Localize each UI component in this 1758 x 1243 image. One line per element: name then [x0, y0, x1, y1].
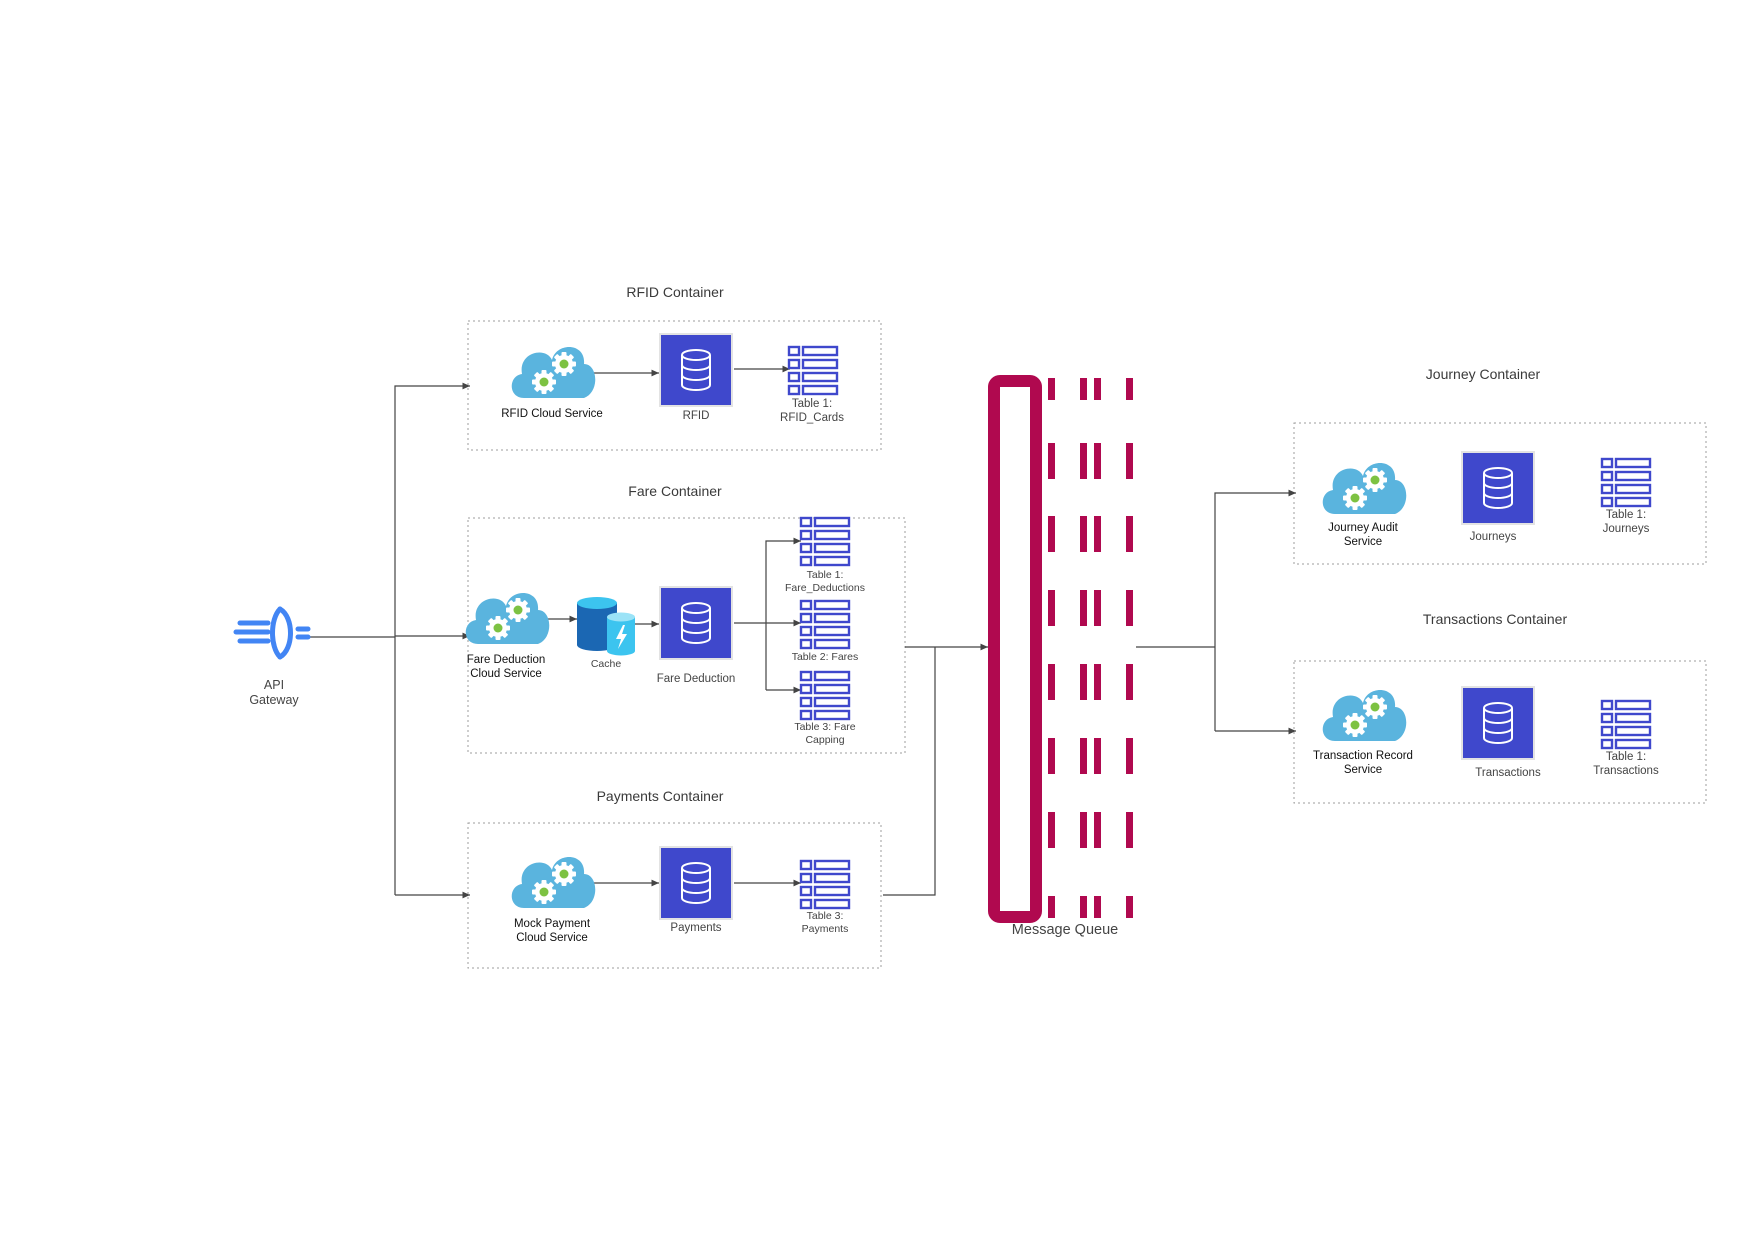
payments-table-icon	[799, 859, 851, 910]
message-queue-lane-segment	[1080, 738, 1087, 774]
message-queue-lane-segment	[1048, 443, 1055, 479]
payment-cloud-service-icon	[511, 856, 596, 908]
fare-table2-icon	[799, 599, 851, 650]
message-queue-lane-segment	[1080, 590, 1087, 626]
payments-service-label: Mock Payment Cloud Service	[513, 918, 591, 944]
payments-table-label: Table 3: Payments	[801, 910, 849, 935]
payments-container-box	[467, 822, 882, 969]
message-queue-lane-segment	[1094, 590, 1101, 626]
fare-container-title: Fare Container	[628, 483, 722, 499]
message-queue-lane-segment	[1126, 738, 1133, 774]
journeys-table-icon	[1600, 457, 1652, 508]
transaction-cloud-service-icon	[1322, 689, 1407, 741]
journey-container-title: Journey Container	[1425, 366, 1541, 382]
transactions-container-title: Transactions Container	[1422, 611, 1568, 627]
connector-fare-table1	[765, 537, 801, 690]
payments-db-label: Payments	[670, 922, 722, 934]
message-queue-lane-segment	[1126, 590, 1133, 626]
connector-queue-journey	[1214, 489, 1296, 731]
connector-gateway-rfid	[394, 382, 470, 895]
message-queue-lane-segment	[1094, 738, 1101, 774]
message-queue-lane-segment	[1048, 516, 1055, 552]
fare-cloud-service-icon	[465, 592, 550, 644]
connector-payments-queue	[883, 647, 936, 896]
rfid-database-icon	[659, 333, 733, 407]
fare-table3-icon	[799, 670, 851, 721]
message-queue-lane-segment	[1048, 738, 1055, 774]
payments-database-icon	[659, 846, 733, 920]
rfid-container-title: RFID Container	[626, 284, 724, 300]
message-queue-lane-segment	[1094, 516, 1101, 552]
journeys-database-icon	[1461, 451, 1535, 525]
rfid-table-icon	[787, 345, 839, 396]
message-queue-lane-segment	[1048, 812, 1055, 848]
fare-table1-icon	[799, 516, 851, 567]
message-queue-lane-segment	[1126, 812, 1133, 848]
message-queue-lane-segment	[1080, 443, 1087, 479]
connectors	[310, 365, 1296, 899]
cache-label: Cache	[590, 658, 622, 670]
rfid-container-box	[467, 320, 882, 451]
journey-cloud-service-icon	[1322, 462, 1407, 514]
message-queue-lane-segment	[1080, 516, 1087, 552]
message-queue-lane-segment	[1126, 664, 1133, 700]
fare-database-icon	[659, 586, 733, 660]
message-queue-icon	[988, 375, 1133, 923]
journeys-db-label: Journeys	[1469, 531, 1517, 543]
transaction-service-label: Transaction Record Service	[1313, 750, 1413, 776]
message-queue-lane-segment	[1094, 812, 1101, 848]
fare-table2-label: Table 2: Fares	[791, 651, 859, 663]
journeys-table-label: Table 1: Journeys	[1602, 509, 1650, 535]
transactions-database-icon	[1461, 686, 1535, 760]
message-queue-lane-segment	[1048, 590, 1055, 626]
rfid-db-label: RFID	[682, 410, 710, 422]
transactions-db-label: Transactions	[1475, 767, 1541, 779]
transactions-table-icon	[1600, 699, 1652, 750]
fare-table1-label: Table 1: Fare_Deductions	[785, 569, 865, 594]
payments-container-title: Payments Container	[596, 788, 724, 804]
message-queue-lane-segment	[1048, 664, 1055, 700]
rfid-cloud-service-icon	[511, 346, 596, 398]
rfid-table-label: Table 1: RFID_Cards	[780, 398, 844, 424]
message-queue-lane-segment	[1080, 812, 1087, 848]
fare-db-label: Fare Deduction	[656, 673, 736, 685]
fare-table3-label: Table 3: Fare Capping	[794, 721, 856, 746]
rfid-service-label: RFID Cloud Service	[501, 408, 603, 420]
message-queue-label: Message Queue	[1011, 922, 1119, 938]
api-gateway-label: API Gateway	[249, 678, 299, 707]
message-queue-lane-segment	[1094, 664, 1101, 700]
message-queue-lane-segment	[1126, 443, 1133, 479]
cache-icon	[577, 597, 635, 656]
api-gateway-icon	[233, 606, 311, 660]
message-queue-lane-segment	[1080, 664, 1087, 700]
message-queue-lane-segment	[1126, 516, 1133, 552]
message-queue-lane-segment	[1094, 443, 1101, 479]
transactions-table-label: Table 1: Transactions	[1593, 751, 1659, 777]
fare-service-label: Fare Deduction Cloud Service	[466, 654, 546, 680]
journey-service-label: Journey Audit Service	[1328, 522, 1398, 548]
